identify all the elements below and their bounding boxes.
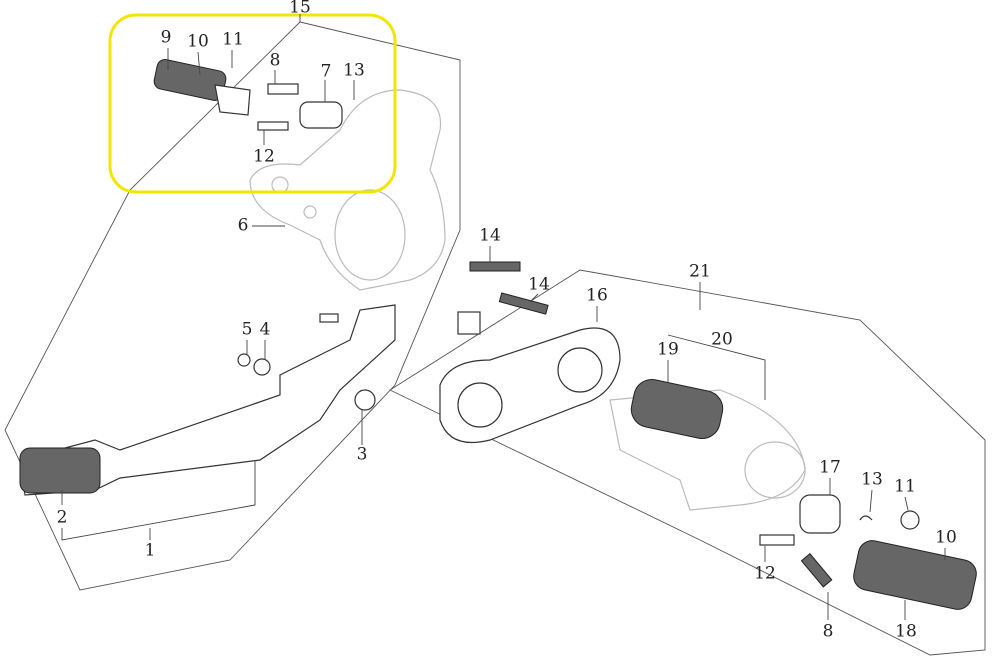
callout-13: 13 (861, 469, 883, 490)
callout-12: 12 (253, 146, 275, 167)
spring-3 (354, 389, 376, 411)
callout-7: 7 (320, 61, 332, 82)
bracket-16-hub (557, 347, 603, 393)
callout-17: 17 (819, 457, 841, 478)
assembly-outline-right (389, 269, 986, 656)
callout-11: 11 (894, 476, 916, 497)
callout-15: 15 (289, 0, 311, 18)
callout-20: 20 (711, 329, 733, 350)
bolt-14a (469, 261, 521, 272)
clip-13-lower (859, 515, 873, 521)
callout-2: 2 (56, 507, 68, 528)
highlight-box (108, 13, 397, 194)
washer-4 (253, 358, 271, 376)
callout-13: 13 (343, 60, 365, 81)
callout-14: 14 (528, 274, 550, 295)
callout-16: 16 (586, 285, 608, 306)
bracket-hole (303, 205, 317, 219)
callout-3: 3 (356, 444, 368, 465)
pivot-7 (299, 101, 343, 129)
assembly-outline-left (4, 21, 461, 591)
callout-6: 6 (237, 215, 249, 236)
callout-11: 11 (222, 29, 244, 50)
mount-hub (744, 441, 806, 499)
shift-rubber (19, 447, 101, 494)
footpeg-upper (153, 59, 227, 101)
footpeg-bracket-upper (214, 84, 251, 116)
callout-19: 19 (657, 339, 679, 360)
bolt-small (319, 313, 339, 323)
pivot-17 (799, 494, 841, 534)
footpeg-18 (853, 540, 977, 610)
sensor-clip (457, 311, 481, 335)
bracket-plate (249, 89, 446, 291)
bracket-16-hole (457, 382, 503, 428)
spring-11-lower (900, 510, 920, 530)
callout-8: 8 (822, 621, 834, 642)
bolt-8-lower (800, 553, 833, 588)
pin-8-upper (267, 83, 299, 95)
clip-5 (237, 353, 251, 367)
leader-lines (61, 14, 946, 620)
callout-14: 14 (479, 225, 501, 246)
callout-10: 10 (187, 31, 209, 52)
callout-1: 1 (144, 540, 156, 561)
callout-5: 5 (241, 319, 253, 340)
pin-12-lower (759, 534, 795, 546)
callout-12: 12 (754, 563, 776, 584)
callout-10: 10 (935, 527, 957, 548)
callout-4: 4 (259, 319, 271, 340)
bolt-14b (498, 292, 549, 315)
callout-18: 18 (895, 621, 917, 642)
callout-21: 21 (689, 261, 711, 282)
bracket-hub (334, 189, 406, 281)
callout-8: 8 (269, 50, 281, 71)
pin-12-upper (257, 121, 289, 131)
shift-lever (19, 304, 396, 496)
footpeg-19 (630, 379, 724, 439)
callout-9: 9 (160, 27, 172, 48)
